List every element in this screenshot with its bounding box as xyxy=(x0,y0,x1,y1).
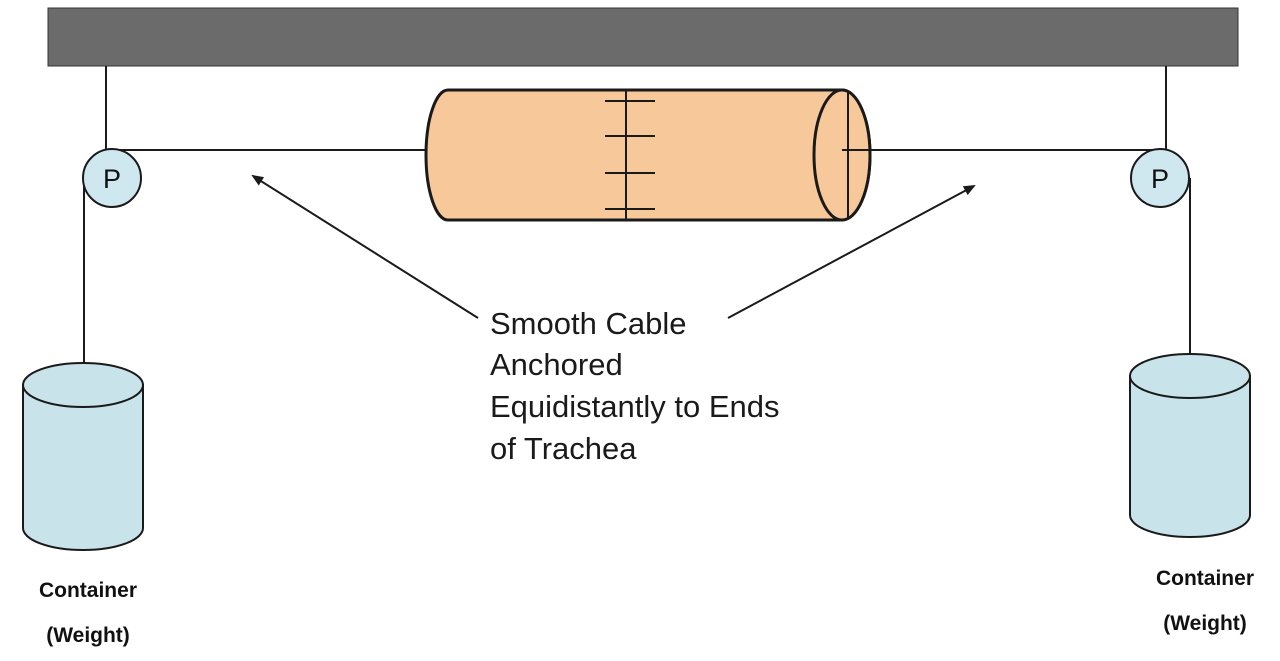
trachea-end-face xyxy=(812,88,872,222)
left-pulley: P xyxy=(82,148,142,208)
left-container-top xyxy=(22,362,144,408)
right-container-body xyxy=(1129,375,1251,538)
callout-line-2: Anchored xyxy=(490,347,623,382)
support-beam xyxy=(47,7,1239,67)
right-container-label-line-2: (Weight) xyxy=(1163,612,1247,635)
callout-line-4: of Trachea xyxy=(490,431,637,466)
left-container-label-line-2: (Weight) xyxy=(46,624,130,647)
right-container-label-line-1: Container xyxy=(1156,567,1254,590)
right-container-top xyxy=(1129,353,1251,399)
left-callout-arrow xyxy=(251,174,479,319)
right-pulley: P xyxy=(1130,148,1190,208)
callout-line-3: Equidistantly to Ends xyxy=(490,389,780,424)
left-pulley-label: P xyxy=(103,164,121,194)
trachea-cylinder xyxy=(424,88,872,222)
left-pulley-wheel xyxy=(82,148,142,208)
callout-line-1: Smooth Cable xyxy=(490,306,686,341)
left-container-body xyxy=(22,384,144,551)
left-container xyxy=(22,362,144,551)
trachea-body xyxy=(424,88,872,222)
right-container xyxy=(1129,353,1251,538)
right-pulley-wheel xyxy=(1130,148,1190,208)
right-callout-arrow xyxy=(727,185,976,319)
cable-callout-text: Smooth Cable Anchored Equidistantly to E… xyxy=(490,306,780,466)
right-pulley-label: P xyxy=(1151,164,1169,194)
left-container-label-line-1: Container xyxy=(39,579,137,602)
